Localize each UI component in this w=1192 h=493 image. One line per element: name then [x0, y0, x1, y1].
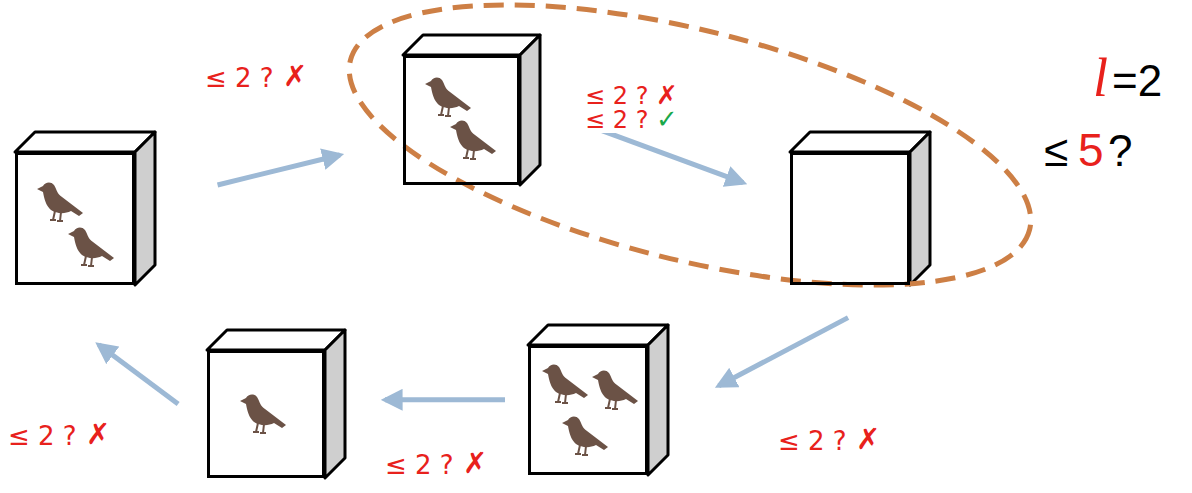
- annotation-label: l: [1093, 50, 1108, 107]
- annotation-label: ≤: [1044, 128, 1068, 174]
- annotation-label: 5: [1078, 126, 1104, 174]
- annotation-label: ✗: [856, 424, 880, 454]
- group-ellipse: [323, 0, 1058, 341]
- annotation-label: ≤ 2 ?: [585, 84, 648, 109]
- cube-box: [528, 345, 648, 475]
- annotation-label: =2: [1112, 58, 1162, 104]
- annotation-label: ≤ 2 ?: [778, 428, 847, 455]
- annotation-label: ✗: [463, 448, 487, 478]
- cube-faces: [15, 35, 930, 478]
- cube-box: [207, 350, 325, 478]
- annotation-label: ?: [1108, 128, 1132, 174]
- annotation-label: ✗: [86, 419, 110, 449]
- flow-arrow: [595, 128, 743, 182]
- flow-arrow: [99, 345, 178, 404]
- cube-box: [15, 152, 135, 285]
- annotation-label: ≤ 2 ?: [8, 423, 77, 450]
- cube-box: [790, 152, 910, 285]
- flow-arrow: [218, 155, 340, 185]
- birds: [37, 77, 638, 455]
- annotation-label: ≤ 2 ?: [385, 452, 454, 479]
- flow-arrow: [719, 318, 848, 386]
- annotation-label: ✓: [656, 106, 678, 133]
- annotation-label: ≤ 2 ?: [585, 108, 648, 133]
- annotation-label: ≤ 2 ?: [205, 65, 274, 92]
- annotation-label: ✗: [283, 61, 307, 91]
- cube-box: [403, 55, 520, 185]
- flow-arrow: [385, 397, 505, 402]
